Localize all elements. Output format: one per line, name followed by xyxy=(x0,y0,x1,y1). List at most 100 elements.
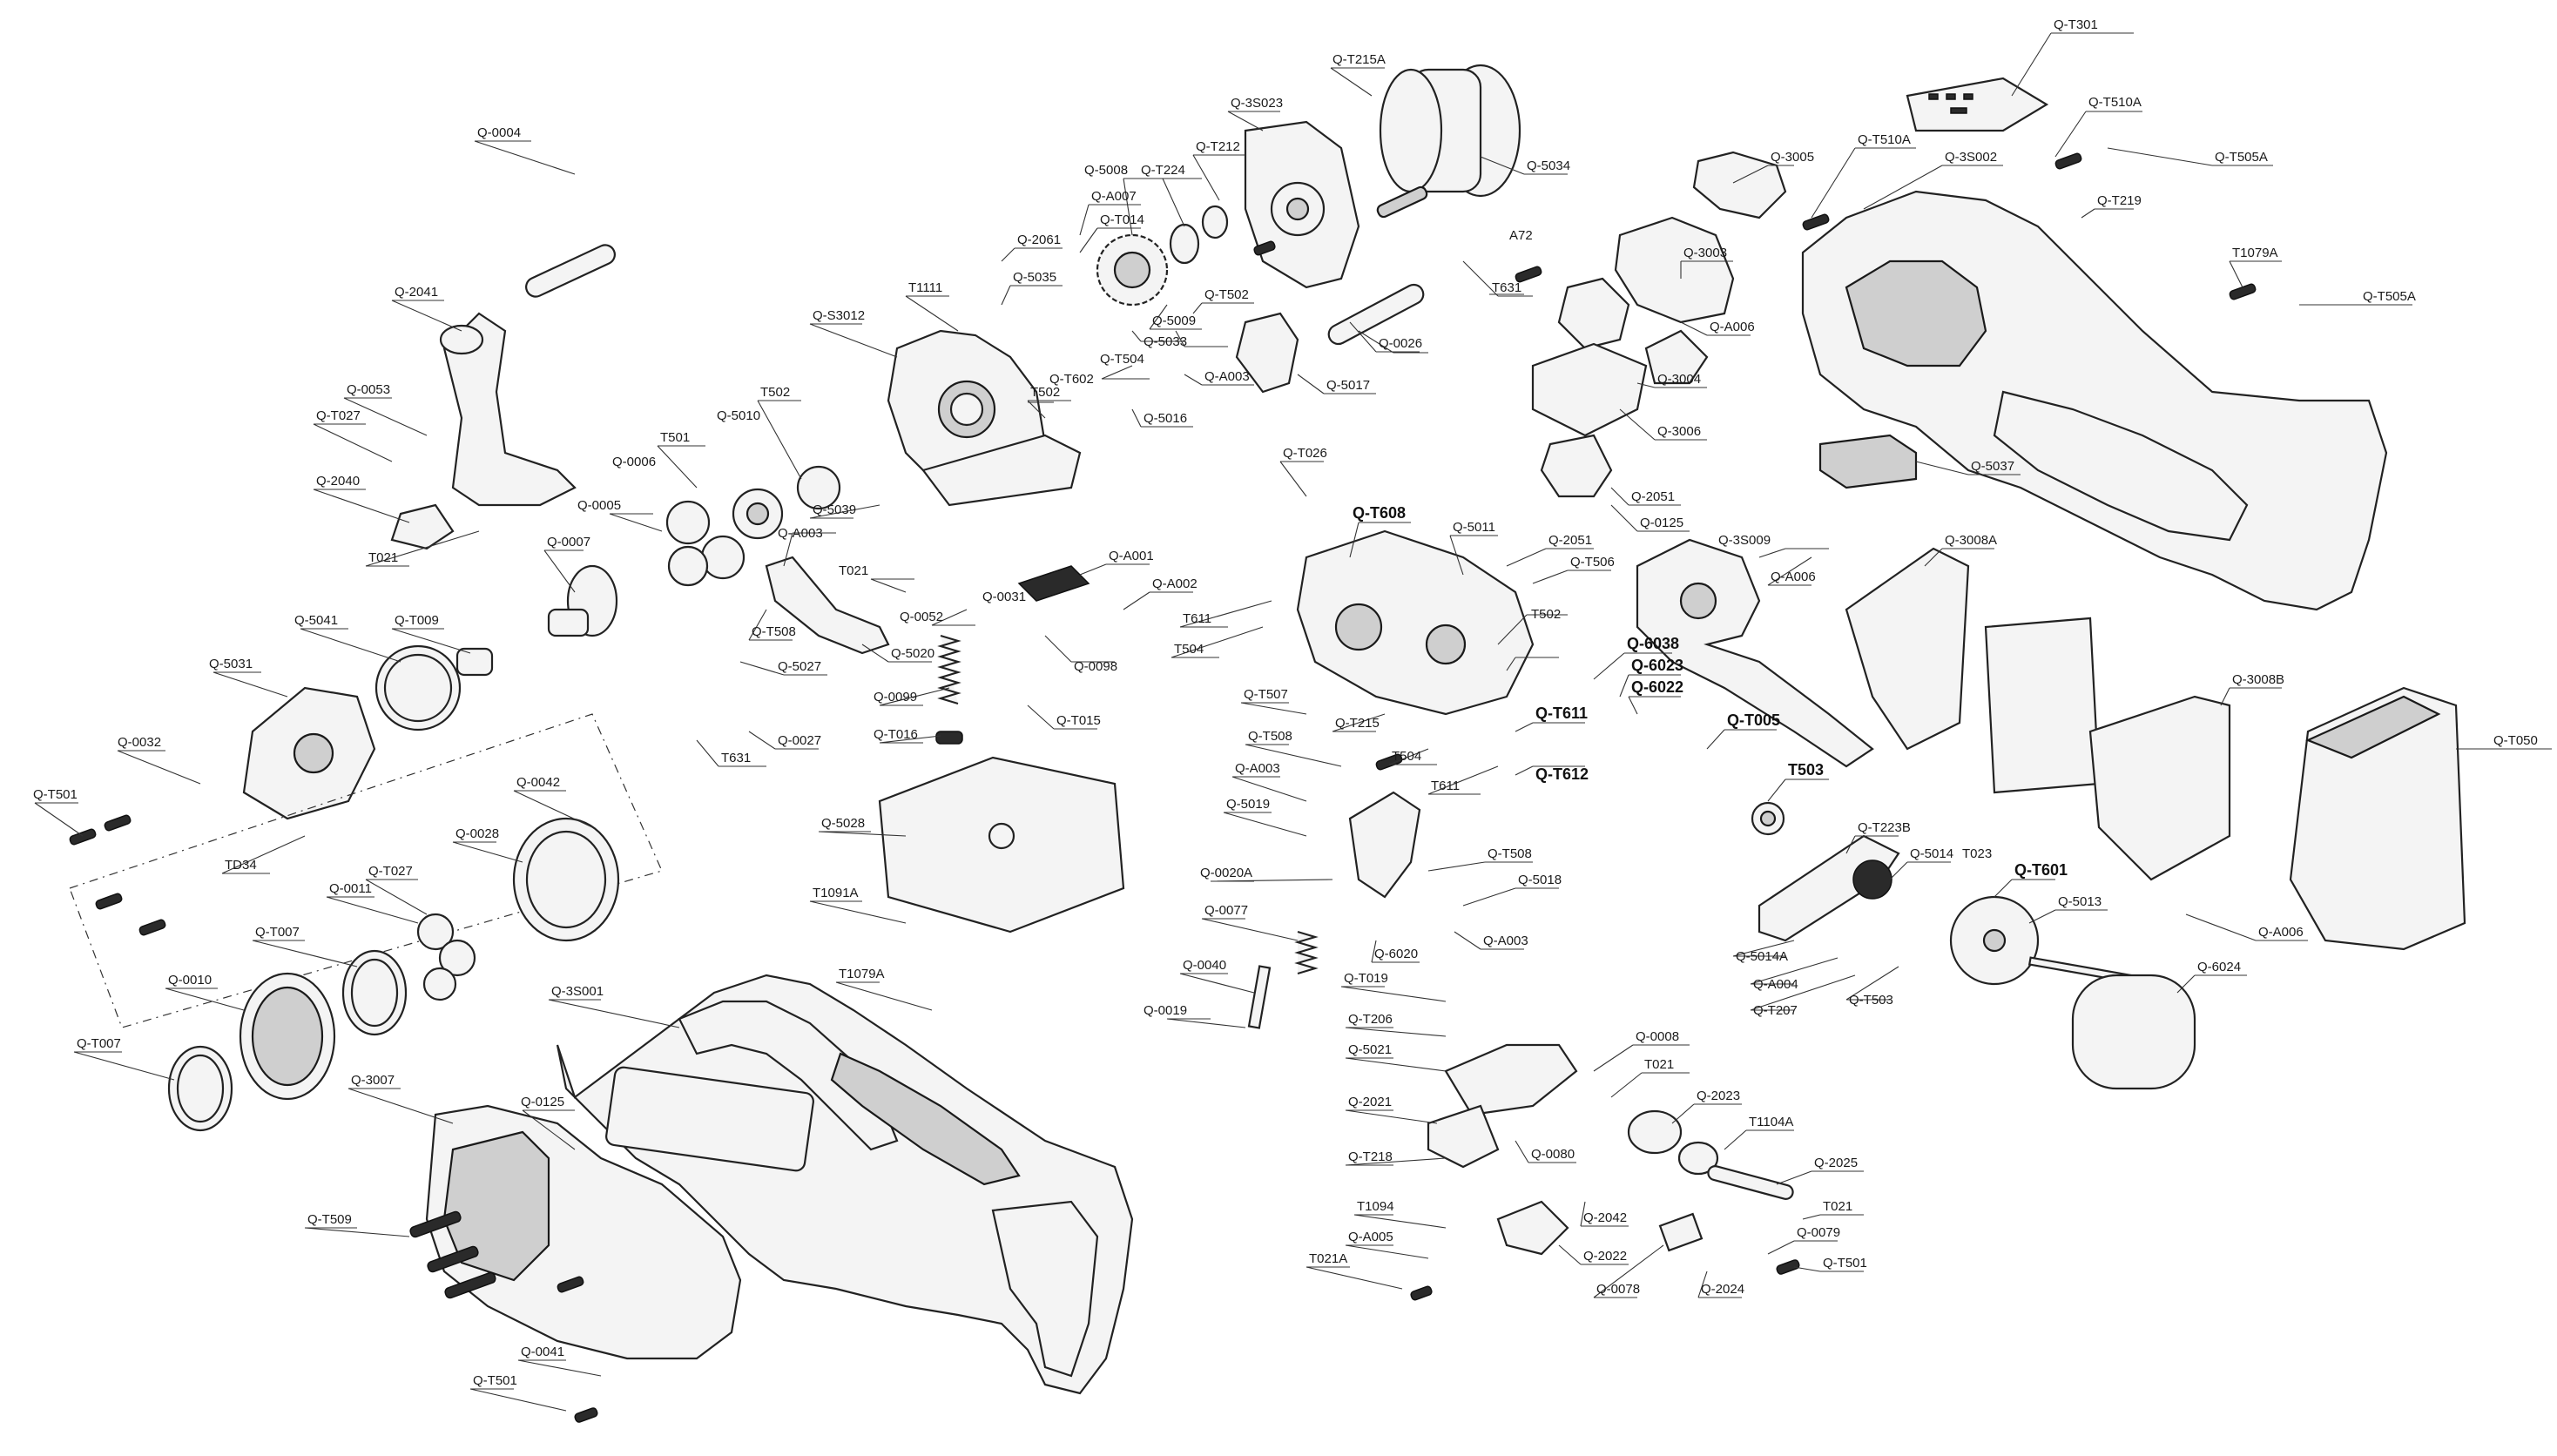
label-q-t508-2: Q-T508 xyxy=(1248,729,1292,744)
label-q-0125: Q-0125 xyxy=(1640,516,1683,530)
label-q-5033: Q-5033 xyxy=(1144,334,1187,349)
arm-q-2041 xyxy=(390,244,616,550)
label-q-0006: Q-0006 xyxy=(612,455,656,469)
label-q-3006: Q-3006 xyxy=(1657,424,1701,439)
main-housing-q-3s001 xyxy=(556,974,1134,1395)
switch-assembly xyxy=(1531,151,1787,437)
label-t502-c: T502 xyxy=(1531,607,1561,622)
lever-q-5020 xyxy=(765,556,890,655)
label-q-0079: Q-0079 xyxy=(1797,1225,1840,1240)
label-q-6024: Q-6024 xyxy=(2197,960,2241,974)
label-q-0042: Q-0042 xyxy=(516,775,560,790)
label-q-s3012: Q-S3012 xyxy=(813,308,865,323)
gears-q-0011 xyxy=(416,913,476,1001)
label-q-3008b: Q-3008B xyxy=(2232,672,2284,687)
part-labels: Q-T301 Q-T510A Q-T505A Q-3S002 Q-T510A Q… xyxy=(33,17,2538,1388)
label-q-a007: Q-A007 xyxy=(1091,189,1137,204)
label-q-5035: Q-5035 xyxy=(1013,270,1056,285)
label-q-5009: Q-5009 xyxy=(1152,313,1196,328)
label-q-t207: Q-T207 xyxy=(1753,1003,1798,1018)
label-q-a006-3: Q-A006 xyxy=(2258,925,2304,940)
label-q-a003-3: Q-A003 xyxy=(1235,761,1280,776)
label-t501: T501 xyxy=(660,430,690,445)
gear-housing-q-5011 xyxy=(1296,529,1535,716)
label-q-t501-3: Q-T501 xyxy=(1823,1256,1867,1271)
label-q-t501: Q-T501 xyxy=(33,787,78,802)
label-q-t015: Q-T015 xyxy=(1056,713,1101,728)
label-t021-4: T021 xyxy=(1823,1199,1852,1214)
label-q-t506: Q-T506 xyxy=(1570,555,1615,570)
label-q-a002: Q-A002 xyxy=(1152,576,1198,591)
label-q-0032: Q-0032 xyxy=(118,735,161,750)
label-td34: TD34 xyxy=(225,858,257,873)
label-q-2051-2: Q-2051 xyxy=(1548,533,1592,548)
label-q-0098: Q-0098 xyxy=(1074,659,1117,674)
label-t1079a-2: T1079A xyxy=(839,967,885,981)
label-q-5020: Q-5020 xyxy=(891,646,934,661)
label-q-2041: Q-2041 xyxy=(395,285,438,300)
label-q-t027: Q-T027 xyxy=(316,408,361,423)
label-q-t215: Q-T215 xyxy=(1335,716,1380,731)
label-q-6020: Q-6020 xyxy=(1374,947,1418,961)
label-t502: T502 xyxy=(1030,385,1060,400)
label-q-2042: Q-2042 xyxy=(1583,1210,1627,1225)
label-q-t608: Q-T608 xyxy=(1353,504,1406,522)
label-q-t007: Q-T007 xyxy=(255,925,300,940)
label-q-5011: Q-5011 xyxy=(1453,520,1495,535)
label-q-t050: Q-T050 xyxy=(2493,733,2538,748)
label-q-3005: Q-3005 xyxy=(1771,150,1814,165)
label-q-t009: Q-T009 xyxy=(395,613,439,628)
leader-lines xyxy=(34,32,2552,1412)
handle-housing-q-3s002 xyxy=(1801,190,2388,611)
label-q-5013: Q-5013 xyxy=(2058,894,2102,909)
label-q-2025: Q-2025 xyxy=(1814,1156,1858,1170)
label-q-t507: Q-T507 xyxy=(1244,687,1288,702)
label-q-5010: Q-5010 xyxy=(717,408,760,423)
label-t1111: T1111 xyxy=(908,280,942,295)
label-q-t509: Q-T509 xyxy=(307,1212,352,1227)
label-q-3s001: Q-3S001 xyxy=(551,984,604,999)
label-q-a004: Q-A004 xyxy=(1753,977,1798,992)
label-q-t005: Q-T005 xyxy=(1727,711,1780,729)
label-q-a003-4: Q-A003 xyxy=(1483,934,1528,948)
label-q-0078: Q-0078 xyxy=(1596,1282,1640,1297)
label-t631: T631 xyxy=(1492,280,1521,295)
label-q-5018: Q-5018 xyxy=(1518,873,1562,887)
gearbox-housing-q-s3012 xyxy=(887,329,1082,507)
label-q-t505a-2: Q-T505A xyxy=(2363,289,2416,304)
label-q-t007-2: Q-T007 xyxy=(77,1036,121,1051)
label-q-0028: Q-0028 xyxy=(455,826,499,841)
label-q-3s009: Q-3S009 xyxy=(1718,533,1771,548)
label-q-t019: Q-T019 xyxy=(1344,971,1388,986)
label-t021-3: T021 xyxy=(1644,1057,1674,1072)
label-q-t027-2: Q-T027 xyxy=(368,864,413,879)
label-q-0099: Q-0099 xyxy=(874,690,917,704)
label-q-t215a: Q-T215A xyxy=(1332,52,1386,67)
label-q-5019: Q-5019 xyxy=(1226,797,1270,812)
label-q-2061: Q-2061 xyxy=(1017,233,1061,247)
label-q-3s023: Q-3S023 xyxy=(1231,96,1283,111)
side-cover-q-3007 xyxy=(409,1104,742,1360)
label-q-2022: Q-2022 xyxy=(1583,1249,1627,1264)
label-q-2040: Q-2040 xyxy=(316,474,360,489)
label-q-a006-2: Q-A006 xyxy=(1771,570,1816,584)
trigger-q-3s009 xyxy=(1636,538,1874,768)
label-q-t014: Q-T014 xyxy=(1100,212,1144,227)
electronics-assembly xyxy=(1540,434,2466,951)
label-q-5034: Q-5034 xyxy=(1527,158,1570,173)
label-q-5037: Q-5037 xyxy=(1971,459,2014,474)
label-q-a003: Q-A003 xyxy=(1204,369,1250,384)
label-t021: T021 xyxy=(368,550,398,565)
label-plate-q-t301 xyxy=(1906,77,2049,132)
label-q-0008: Q-0008 xyxy=(1636,1029,1679,1044)
label-q-3007: Q-3007 xyxy=(351,1073,395,1088)
label-q-2051: Q-2051 xyxy=(1631,489,1675,504)
label-t023: T023 xyxy=(1962,846,1992,861)
label-q-0019: Q-0019 xyxy=(1144,1003,1187,1018)
label-t1091a: T1091A xyxy=(813,886,859,900)
label-q-t504: Q-T504 xyxy=(1100,352,1144,367)
label-q-5027: Q-5027 xyxy=(778,659,821,674)
label-q-6023: Q-6023 xyxy=(1631,657,1683,674)
label-q-0041: Q-0041 xyxy=(521,1345,564,1359)
